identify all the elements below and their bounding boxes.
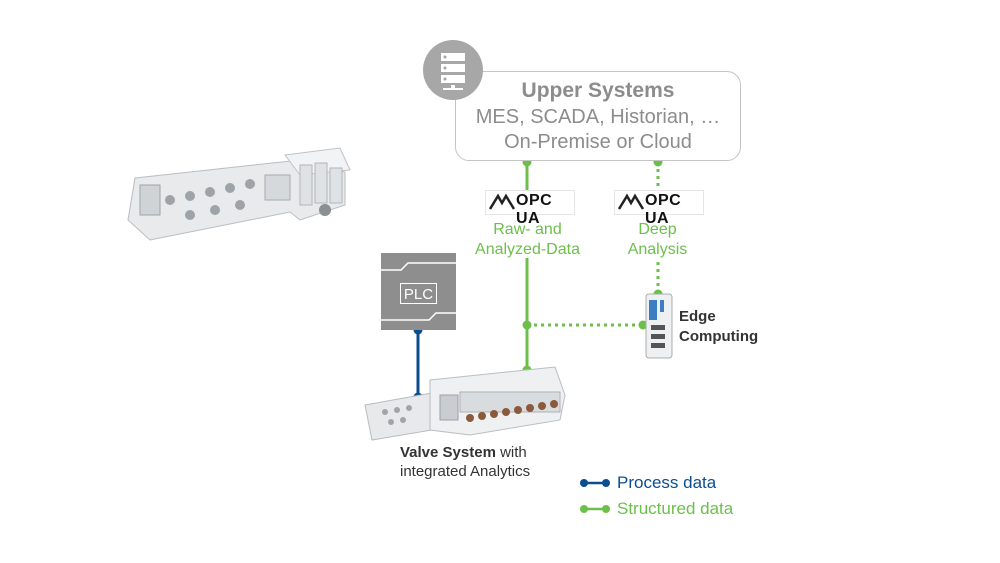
opc-ua-logo-right: OPC UA: [614, 190, 704, 227]
upper-systems-examples: MES, SCADA, Historian, …: [475, 106, 721, 128]
legend-structured-label: Structured data: [617, 499, 734, 518]
upper-systems-title: Upper Systems: [521, 79, 675, 102]
upper-systems-box: [455, 71, 741, 161]
upper-systems-deployment: On-Premise or Cloud: [504, 131, 692, 153]
opc-ua-label-left: OPC UA: [516, 192, 553, 227]
plc-label: PLC: [400, 283, 437, 304]
plc-icon: [381, 253, 456, 330]
opc-ua-icon: [488, 193, 516, 210]
deep-analysis-label: Deep Analysis: [627, 221, 688, 258]
valve-system-title: Valve System: [400, 444, 496, 461]
legend-structured-marker: [580, 505, 610, 513]
valve-system-image: [364, 366, 566, 441]
opc-ua-icon: [617, 193, 645, 210]
process-data-connections: [413, 325, 423, 402]
edge-computing-label: Edge Computing: [679, 308, 759, 345]
opc-ua-label-right: OPC UA: [645, 192, 682, 227]
legend-process-label: Process data: [617, 473, 717, 492]
valve-system-title-suffix: with: [495, 444, 527, 461]
valve-system-subtitle: integrated Analytics: [400, 463, 531, 480]
opc-ua-logo-left: OPC UA: [485, 190, 575, 227]
io-module-image: [127, 147, 351, 241]
valve-system-label: Valve System with integrated Analytics: [400, 443, 530, 481]
edge-device-icon: [645, 293, 673, 359]
legend-process-marker: [580, 479, 610, 487]
raw-analyzed-data-label: Raw- and Analyzed-Data: [475, 221, 580, 258]
server-icon: [423, 40, 483, 100]
